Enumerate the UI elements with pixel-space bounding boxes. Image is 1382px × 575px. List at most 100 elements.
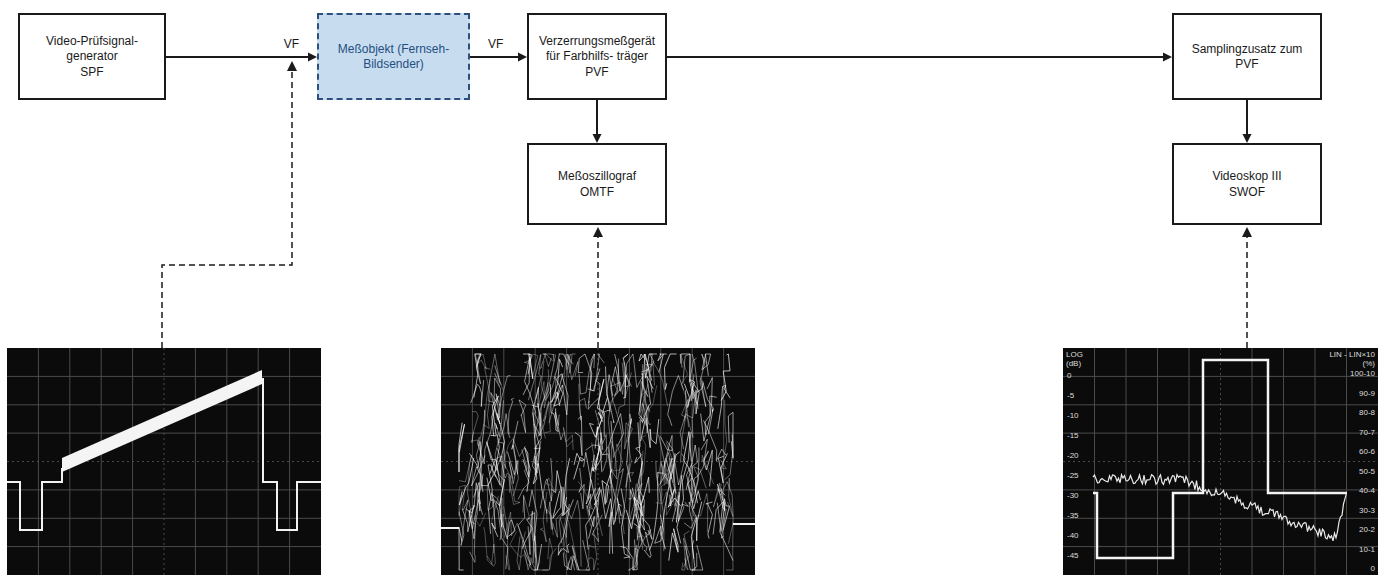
scale-value: -30	[1067, 492, 1079, 500]
signal-line	[596, 100, 598, 135]
scale-value: 60-6	[1359, 448, 1375, 456]
noise-trace	[533, 536, 542, 570]
signal-line	[1246, 100, 1248, 135]
signal-arrow	[470, 53, 527, 62]
scale-value: -45	[1067, 552, 1079, 560]
noise-trace	[459, 527, 464, 570]
noise-trace	[679, 493, 689, 522]
scale-value: 0	[1371, 565, 1375, 573]
noise-trace	[548, 538, 557, 570]
noise-trace	[637, 518, 643, 541]
noise-trace	[568, 354, 578, 380]
signal-line	[166, 56, 309, 58]
box-content: Verzerrungsmeßgerät für Farbhilfs- träge…	[529, 30, 665, 84]
grid-line	[1063, 376, 1378, 377]
arrow-head	[1163, 53, 1172, 62]
noise-trace	[553, 513, 563, 544]
grid-line	[441, 461, 755, 462]
grid-line	[441, 546, 755, 547]
arrow-head	[518, 53, 527, 62]
signal-label: VF	[283, 37, 300, 51]
device-code: SPF	[26, 65, 158, 80]
oscillogram: LOG(dB)0-5-10-15-20-25-30-35-40-45LIN - …	[1063, 348, 1378, 575]
noise-trace	[721, 482, 733, 522]
noise-trace	[602, 441, 617, 479]
noise-trace	[575, 416, 582, 456]
noise-trace	[488, 465, 496, 534]
noise-trace	[687, 447, 700, 503]
box-content: Samplingzusatz zum PVF	[1174, 38, 1320, 76]
signal-arrow	[1243, 100, 1252, 143]
grid-line	[1157, 348, 1158, 575]
arrow-head	[593, 227, 603, 237]
noise-trace	[641, 354, 654, 372]
noise-trace	[591, 479, 600, 517]
noise-trace	[706, 502, 713, 539]
noise-trace	[704, 450, 713, 486]
instrument-box: Verzerrungsmeßgerät für Farbhilfs- träge…	[527, 13, 667, 100]
scale-value: 0	[1067, 372, 1071, 380]
signal-arrow	[593, 100, 602, 143]
scale-value: 30-3	[1359, 507, 1375, 515]
grid-line	[1063, 404, 1378, 405]
noise-trace	[471, 379, 491, 446]
oscillogram	[7, 348, 321, 575]
noise-trace	[701, 378, 713, 442]
probe-line	[162, 70, 292, 348]
noise-trace	[543, 401, 550, 432]
grid-line	[1346, 348, 1347, 575]
noise-trace	[611, 421, 621, 458]
device-code: OMTF	[535, 185, 659, 200]
arrow-head	[308, 53, 317, 62]
noise-trace	[718, 386, 730, 429]
noise-trace	[484, 527, 494, 565]
box-title: Verzerrungsmeßgerät für Farbhilfs- träge…	[535, 34, 659, 64]
noise-trace	[484, 367, 491, 428]
noise-trace	[660, 458, 673, 495]
scale-value: -15	[1067, 432, 1079, 440]
noise-trace	[682, 531, 690, 570]
grid-line	[101, 348, 102, 575]
grid-line	[1252, 348, 1253, 575]
noise-trace	[635, 420, 642, 463]
noise-trace	[615, 359, 628, 396]
noise-trace	[534, 557, 540, 570]
noise-trace	[556, 412, 564, 440]
box-title: Video-Prüfsignal- generator	[26, 34, 158, 64]
noise-trace	[523, 448, 530, 492]
device-under-test-box: Meßobjekt (Fernseh-Bildsender)	[317, 13, 470, 100]
noise-trace	[665, 354, 677, 390]
axis-title: LIN - LIN×10	[1329, 351, 1375, 359]
scale-value: -10	[1067, 412, 1079, 420]
box-title: Meßobjekt (Fernseh-Bildsender)	[325, 42, 462, 72]
device-code: SWOF	[1180, 185, 1314, 200]
noise-trace	[475, 354, 481, 384]
instrument-box: Videoskop IIISWOF	[1172, 143, 1322, 225]
grid-line	[7, 546, 321, 547]
grid-line	[1063, 461, 1378, 462]
box-title: Videoskop III	[1180, 169, 1314, 184]
noise-trace	[632, 488, 643, 517]
box-title: Meßoszillograf	[535, 169, 659, 184]
noise-trace	[472, 412, 478, 443]
scale-value: -35	[1067, 512, 1079, 520]
instrument-box: MeßoszillografOMTF	[527, 143, 667, 225]
signal-line	[470, 56, 519, 58]
scale-value: 10-1	[1359, 546, 1375, 554]
oscillogram-trace	[441, 348, 755, 575]
noise-trace	[553, 487, 561, 519]
noise-trace	[495, 438, 503, 480]
noise-trace	[668, 489, 681, 507]
scale-value: -25	[1067, 472, 1079, 480]
noise-trace	[677, 432, 691, 543]
signal-arrow	[667, 53, 1172, 62]
noise-trace	[680, 390, 688, 462]
noise-trace	[546, 478, 554, 535]
noise-trace	[626, 497, 642, 529]
noise-trace	[574, 453, 585, 479]
noise-trace	[507, 421, 518, 475]
grid-line	[1063, 546, 1378, 547]
noise-trace	[636, 461, 644, 521]
grid-line	[7, 404, 321, 405]
